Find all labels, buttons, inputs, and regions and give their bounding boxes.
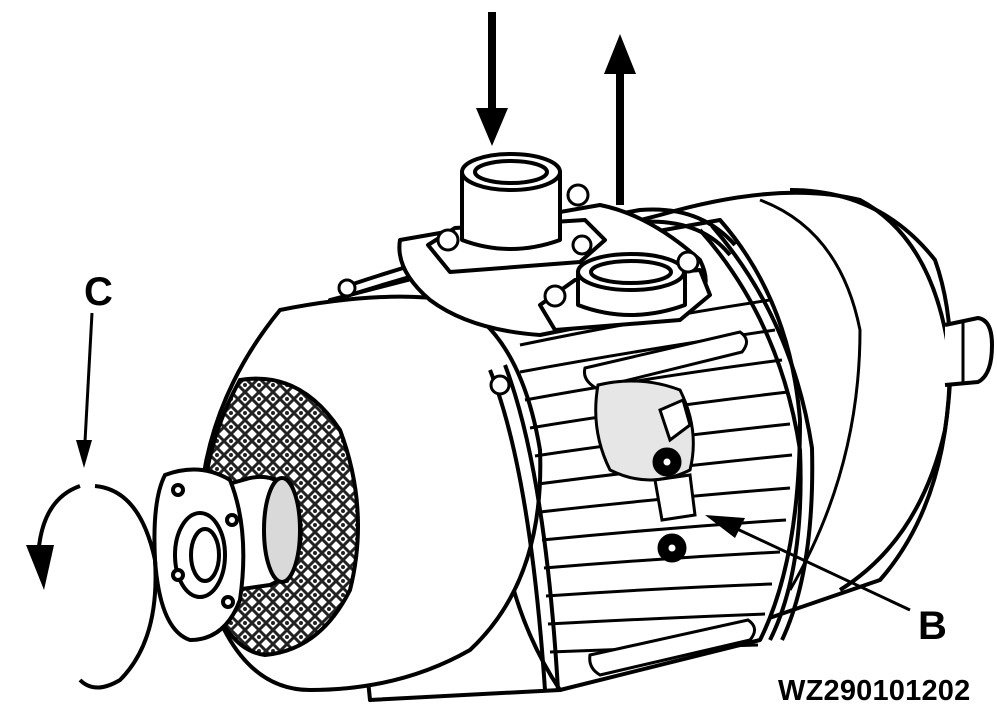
bolt [676, 250, 700, 274]
mounting-brackets [583, 330, 756, 677]
arrow-up-icon [604, 34, 636, 205]
bolt [543, 284, 567, 308]
callout-label-b: B [918, 604, 947, 648]
arrow-down-icon [476, 12, 508, 146]
bolt [489, 374, 511, 396]
rotation-arrow-icon [26, 484, 158, 690]
bolt [571, 234, 593, 256]
bolt [566, 183, 590, 207]
callout-label-c: C [84, 270, 113, 314]
valve-lever-assembly [594, 379, 697, 563]
bolt [337, 278, 357, 298]
leader-line-c [76, 312, 94, 468]
leader-line-b [705, 515, 911, 612]
cylinder-head [397, 152, 712, 337]
rear-shaft [944, 316, 994, 387]
bolt [436, 228, 460, 252]
drive-flange [152, 467, 246, 643]
figure-code: WZ290101202 [778, 675, 971, 707]
shaft-hub [223, 474, 303, 592]
